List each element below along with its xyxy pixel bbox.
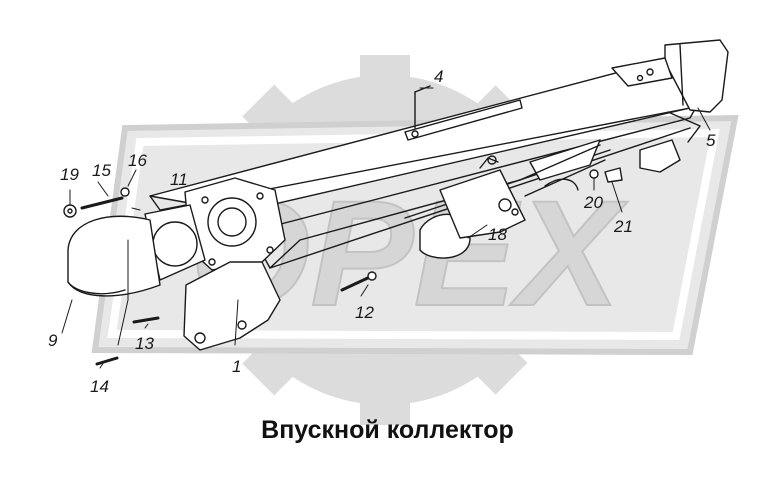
callout-4: 4 (434, 67, 443, 86)
callout-20: 20 (583, 193, 603, 212)
inlet-hose-9 (67, 215, 161, 297)
callout-14: 14 (90, 377, 109, 396)
callout-labels: 4 5 19 15 16 11 9 13 14 1 12 18 20 21 (48, 67, 716, 396)
bracket-4 (404, 85, 523, 141)
callout-11: 11 (170, 170, 188, 189)
callout-18: 18 (488, 225, 507, 244)
stud-13 (132, 316, 160, 324)
callout-12: 12 (355, 303, 374, 322)
outlet-elbow (611, 39, 729, 173)
lower-housing-1 (183, 261, 281, 351)
bolt-15 (80, 196, 124, 210)
intake-manifold-drawing (61, 39, 729, 369)
inlet-flange (144, 177, 286, 281)
callout-13: 13 (135, 334, 154, 353)
callout-21: 21 (613, 217, 633, 236)
bolt-12 (340, 271, 377, 292)
callout-1: 1 (232, 357, 241, 376)
washer-19 (63, 204, 77, 218)
nut-16 (120, 187, 130, 197)
side-pipes (519, 144, 606, 197)
fitting-20 (589, 169, 599, 179)
stud-14 (95, 356, 119, 366)
diagram-caption: Впускной коллектор (261, 416, 514, 444)
callout-15: 15 (92, 161, 111, 180)
callout-16: 16 (128, 151, 147, 170)
fitting-21 (604, 167, 623, 183)
callout-19: 19 (60, 165, 79, 184)
callout-9: 9 (48, 331, 58, 350)
callout-5: 5 (706, 131, 716, 150)
mount-assembly-18 (419, 155, 526, 259)
leader-lines (61, 87, 711, 369)
